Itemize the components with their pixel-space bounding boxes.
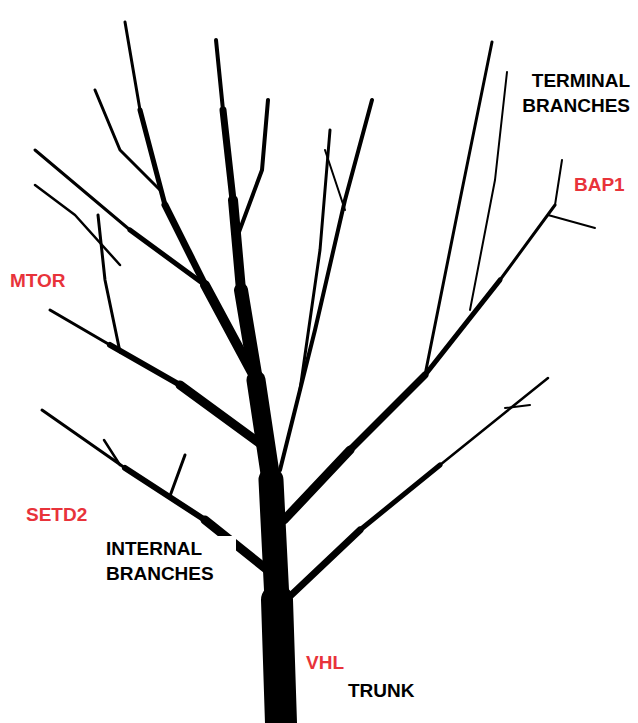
gene-label: SETD2 (24, 502, 89, 527)
region-label: INTERNAL BRANCHES (104, 536, 236, 586)
gene-label: VHL (304, 650, 346, 675)
gene-label: BAP1 (572, 172, 627, 197)
region-label: TRUNK (346, 678, 417, 703)
region-label: TERMINAL BRANCHES (510, 68, 632, 118)
gene-label: MTOR (8, 268, 68, 293)
